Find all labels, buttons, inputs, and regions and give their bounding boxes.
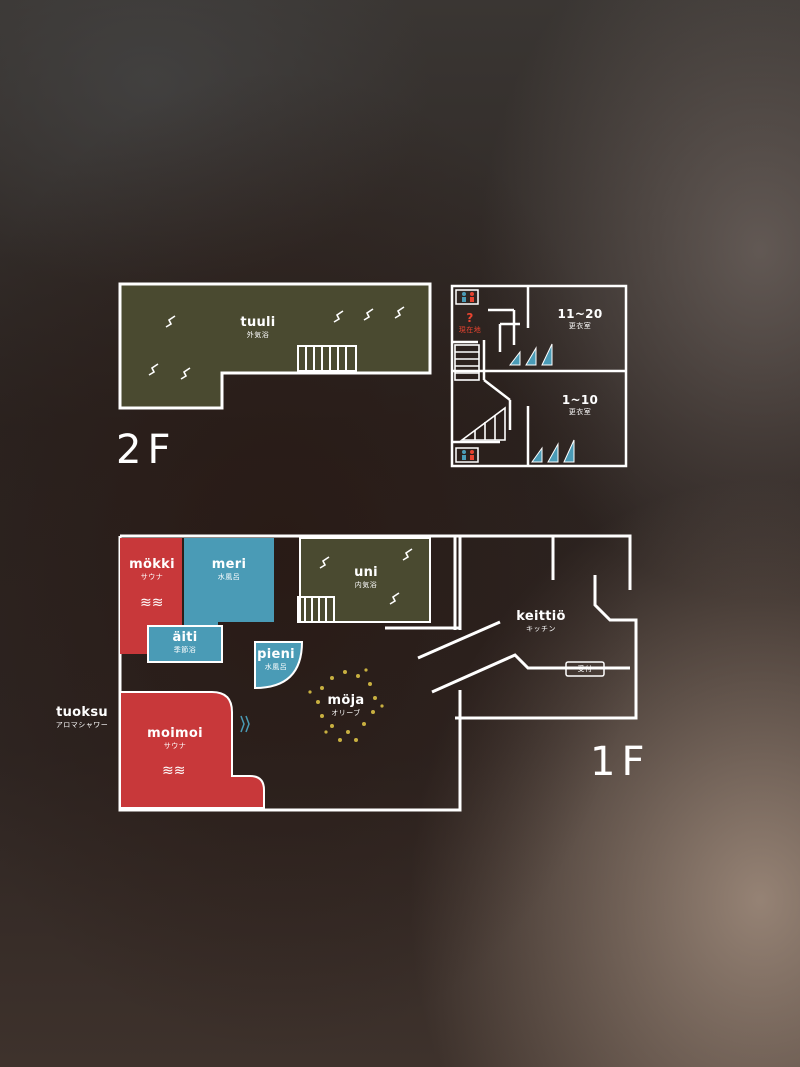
locker-lower-label: 1~10 更衣室 <box>562 394 598 416</box>
tuuli-stairs <box>297 345 357 372</box>
uni-label: uni 内気浴 <box>354 566 378 589</box>
moja-olive-icon <box>308 668 384 742</box>
moja-jp: オリーブ <box>331 709 361 717</box>
locker-block <box>450 284 628 468</box>
reception-label: 受付 <box>578 666 593 673</box>
shower-icon <box>240 715 250 733</box>
pieni-jp: 水風呂 <box>264 663 288 671</box>
locker-lower-jp: 更衣室 <box>568 408 592 416</box>
current-location-jp: 現在地 <box>458 326 482 334</box>
tuoksu-name: tuoksu <box>56 705 108 720</box>
moja-name: möja <box>327 693 365 708</box>
mokki-label: mökki サウナ <box>129 558 175 581</box>
aiti-label: äiti 季節浴 <box>172 631 197 654</box>
moimoi-jp: サウナ <box>163 742 187 750</box>
uni-name: uni <box>354 565 378 580</box>
locker-stairs <box>454 344 506 441</box>
floor-2f-label: 2F <box>116 427 177 473</box>
uni-stairs <box>297 596 335 623</box>
moimoi-heat-icon: ≋≋ <box>162 763 186 779</box>
restroom-icon <box>455 289 479 463</box>
aiti-name: äiti <box>172 630 198 645</box>
tuuli-jp: 外気浴 <box>246 331 270 339</box>
moja-label: möja オリーブ <box>328 694 365 717</box>
floor-1f-label: 1F <box>590 739 651 785</box>
mokki-name: mökki <box>129 557 175 572</box>
aiti-area <box>147 625 223 663</box>
locker-shelves <box>508 343 575 463</box>
reception-desk <box>565 661 605 677</box>
keittio-jp: キッチン <box>526 625 556 633</box>
meri-label: meri 水風呂 <box>212 558 246 581</box>
locker-lower-name: 1~10 <box>561 393 599 407</box>
meri-name: meri <box>211 557 247 572</box>
tuuli-area <box>118 282 432 410</box>
pieni-label: pieni 水風呂 <box>257 648 295 671</box>
locker-upper-jp: 更衣室 <box>568 322 592 330</box>
meri-area <box>184 538 274 626</box>
tuoksu-label: tuoksu アロマシャワー <box>56 706 109 729</box>
tuoksu-jp: アロマシャワー <box>55 721 109 729</box>
mokki-heat-icon: ≋≋ <box>140 595 164 611</box>
keittio-name: keittiö <box>516 609 566 624</box>
keittio-label: keittiö キッチン <box>516 610 566 633</box>
current-location-label: ? 現在地 <box>459 312 482 334</box>
moimoi-name: moimoi <box>147 726 203 741</box>
current-location-marker: ? <box>466 311 474 325</box>
locker-upper-name: 11~20 <box>557 307 603 321</box>
aiti-jp: 季節浴 <box>173 646 197 654</box>
locker-upper-label: 11~20 更衣室 <box>558 308 603 330</box>
uni-jp: 内気浴 <box>354 581 378 589</box>
mokki-jp: サウナ <box>140 573 164 581</box>
moimoi-area <box>119 691 265 809</box>
tuuli-label: tuuli 外気浴 <box>240 316 275 339</box>
pieni-name: pieni <box>257 647 295 662</box>
moimoi-label: moimoi サウナ <box>147 727 203 750</box>
reception-jp: 受付 <box>577 665 593 673</box>
first-floor-walls <box>118 534 638 812</box>
meri-jp: 水風呂 <box>217 573 241 581</box>
pieni-area <box>254 641 304 690</box>
wind-marks <box>148 306 405 380</box>
tuuli-name: tuuli <box>240 315 276 330</box>
uni-wind-marks <box>319 548 413 605</box>
